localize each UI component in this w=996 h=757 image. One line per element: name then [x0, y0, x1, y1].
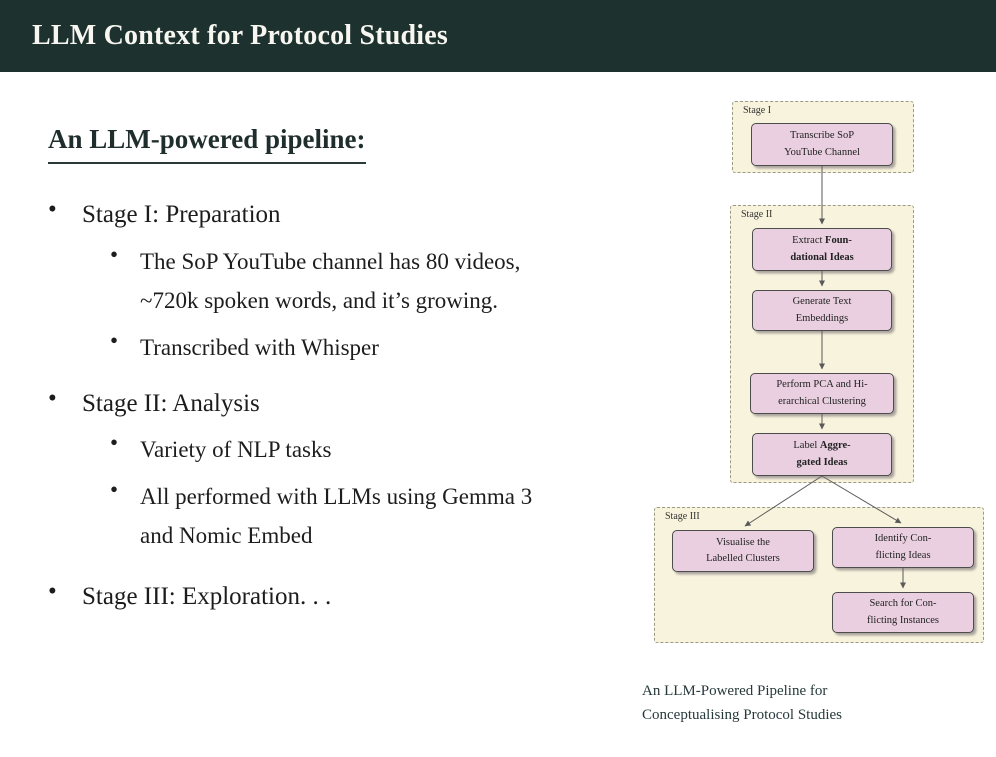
bullet-item-stage3: • Stage III: Exploration. . .: [48, 578, 628, 616]
node-line: Perform PCA and Hi-: [776, 379, 868, 391]
node-text: Label Aggre- gated Ideas: [793, 438, 850, 471]
node-text: Extract Foun- dational Ideas: [790, 233, 853, 266]
node-text: Visualise the Labelled Clusters: [706, 535, 780, 568]
node-line-bold: dational Ideas: [790, 251, 854, 263]
slide-title: LLM Context for Protocol Studies: [32, 20, 448, 51]
node-line: Embeddings: [795, 312, 849, 324]
bullet-item-sop-channel: • The SoP YouTube channel has 80 videos,…: [110, 242, 628, 320]
stage1-label: Stage I: [743, 105, 772, 116]
node-line-bold: Aggre-: [819, 440, 851, 452]
bullet-text: All performed with LLMs using Gemma 3 an…: [140, 484, 533, 549]
content-area: An LLM-powered pipeline: • Stage I: Prep…: [48, 124, 628, 615]
node-label-aggregated-ideas: Label Aggre- gated Ideas: [752, 433, 892, 476]
node-line: Labelled Clusters: [706, 553, 780, 564]
bullet-marker: •: [48, 577, 57, 605]
node-line-bold: Foun-: [825, 235, 852, 247]
header-bar: LLM Context for Protocol Studies: [0, 0, 996, 72]
node-line: flicting Ideas: [875, 549, 931, 561]
stage2-label: Stage II: [741, 209, 773, 220]
pipeline-diagram: Stage I Stage II Stage III: [640, 95, 990, 745]
node-text: Search for Con- flicting Instances: [867, 596, 939, 629]
node-pca-clustering: Perform PCA and Hi- erarchical Clusterin…: [750, 373, 894, 414]
node-visualise-clusters: Visualise the Labelled Clusters: [672, 530, 814, 572]
node-line-bold: gated Ideas: [796, 456, 848, 468]
node-transcribe: Transcribe SoP YouTube Channel: [751, 123, 893, 166]
bullet-text: The SoP YouTube channel has 80 videos, ~…: [140, 248, 521, 313]
node-line: Generate Text: [792, 296, 852, 308]
diagram-caption: An LLM-Powered Pipeline for Conceptualis…: [642, 679, 842, 727]
bullet-marker: •: [110, 430, 119, 456]
node-line: Search for Con-: [869, 598, 937, 610]
bullet-item-stage1: • Stage I: Preparation: [48, 196, 628, 234]
node-line: Visualise the: [716, 536, 770, 548]
bullet-text: Transcribed with Whisper: [140, 334, 379, 360]
node-line: flicting Instances: [866, 614, 940, 626]
bullet-item-stage2: • Stage II: Analysis: [48, 385, 628, 423]
node-line: Transcribe SoP: [789, 130, 855, 142]
bullet-marker: •: [110, 477, 119, 503]
caption-line: An LLM-Powered Pipeline for: [642, 683, 828, 699]
bullet-list: • Stage I: Preparation • The SoP YouTube…: [48, 196, 628, 615]
node-line: Identify Con-: [874, 533, 932, 545]
stage3-label: Stage III: [665, 511, 700, 522]
bullet-marker: •: [110, 327, 119, 353]
bullet-text: Variety of NLP tasks: [140, 437, 332, 463]
node-text: Identify Con- flicting Ideas: [875, 531, 932, 564]
caption-line: Conceptualising Protocol Studies: [642, 707, 842, 723]
bullet-text: Stage III: Exploration. . .: [82, 582, 332, 610]
node-line: YouTube Channel: [784, 146, 860, 158]
node-identify-conflicting-ideas: Identify Con- flicting Ideas: [832, 527, 974, 568]
node-search-conflicting-instances: Search for Con- flicting Instances: [832, 592, 974, 633]
node-line: erarchical Clustering: [778, 395, 866, 407]
node-generate-embeddings: Generate Text Embeddings: [752, 290, 892, 331]
bullet-marker: •: [48, 196, 57, 223]
bullet-item-whisper: • Transcribed with Whisper: [110, 328, 628, 367]
node-text: Perform PCA and Hi- erarchical Clusterin…: [776, 377, 867, 410]
node-extract-foundational-ideas: Extract Foun- dational Ideas: [752, 228, 892, 271]
bullet-item-nlp-tasks: • Variety of NLP tasks: [110, 430, 628, 469]
node-line: Label: [793, 440, 820, 452]
bullet-marker: •: [110, 241, 119, 267]
bullet-item-llms: • All performed with LLMs using Gemma 3 …: [110, 477, 628, 555]
node-text: Transcribe SoP YouTube Channel: [784, 128, 860, 161]
bullet-text: Stage II: Analysis: [82, 389, 260, 417]
node-text: Generate Text Embeddings: [793, 294, 852, 327]
pipeline-heading: An LLM-powered pipeline:: [48, 124, 366, 164]
node-line: Extract: [792, 235, 826, 247]
bullet-text: Stage I: Preparation: [82, 201, 281, 228]
bullet-marker: •: [48, 384, 57, 412]
